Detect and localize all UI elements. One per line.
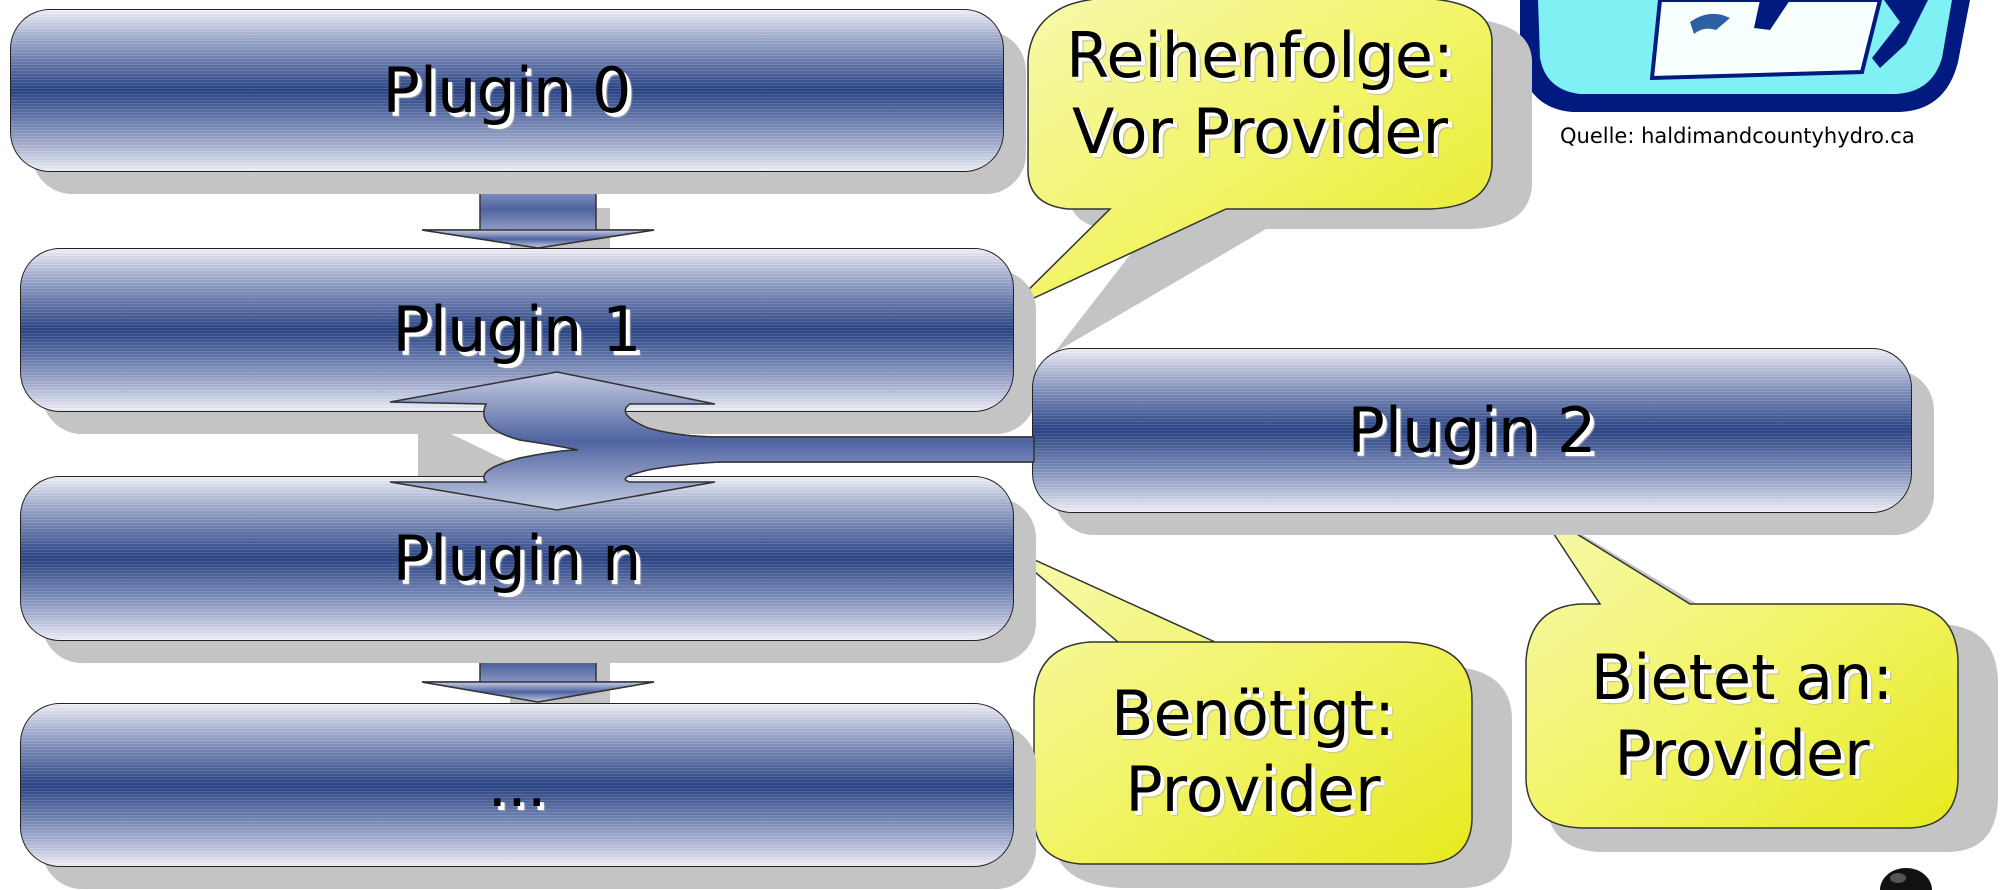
plugin-1-box: Plugin 1: [20, 248, 1014, 412]
pin-object: [1880, 868, 1932, 890]
bubble-order-line2: Vor Provider: [1072, 95, 1448, 168]
bubble-offers: [1525, 509, 1998, 852]
bubble-requires-line2: Provider: [1125, 753, 1381, 826]
bubble-order: [1007, 0, 1532, 353]
image-source-caption: Quelle: haldimandcountyhydro.ca: [1560, 124, 1915, 148]
bubble-offers-line2: Provider: [1614, 717, 1870, 790]
plugin-n-box: Plugin n: [20, 476, 1014, 641]
bubble-offers-line1: Bietet an:: [1590, 641, 1894, 714]
bubble-offers-text: Bietet an: Provider: [1526, 640, 1958, 792]
plugin-n-label: Plugin n: [392, 521, 642, 595]
plugin-0-label: Plugin 0: [382, 53, 632, 127]
bubble-requires: [1003, 545, 1512, 888]
plugin-more-box: ...: [20, 703, 1014, 867]
bubble-requires-line1: Benötigt:: [1111, 677, 1395, 750]
plugin-more-label: ...: [487, 748, 547, 821]
plugin-2-box: Plugin 2: [1032, 348, 1912, 513]
clipart-image: [1520, 0, 1970, 112]
bubble-order-text: Reihenfolge: Vor Provider: [1028, 18, 1492, 170]
plugin-0-box: Plugin 0: [10, 9, 1004, 172]
bubble-order-line1: Reihenfolge:: [1066, 19, 1454, 92]
plugin-2-label: Plugin 2: [1347, 393, 1597, 467]
bubble-requires-text: Benötigt: Provider: [1034, 676, 1472, 828]
plugin-1-label: Plugin 1: [392, 293, 642, 366]
